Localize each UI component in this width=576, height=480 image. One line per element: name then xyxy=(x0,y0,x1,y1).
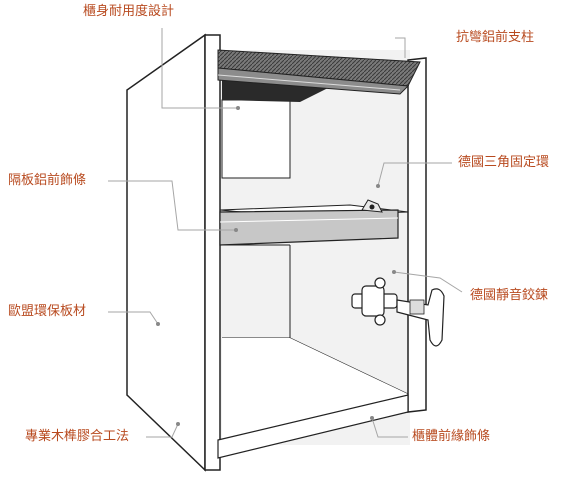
leader-hinge xyxy=(393,271,463,293)
label-shelf-trim: 隔板鋁前飾條 xyxy=(8,173,87,188)
shelf-support-icon xyxy=(361,199,383,213)
leader-front-post xyxy=(395,37,406,58)
dot-durable-design xyxy=(236,106,240,110)
leader-edge-trim xyxy=(371,417,408,438)
bottom-edge-trim xyxy=(217,394,409,459)
label-eco-board: 歐盟環保板材 xyxy=(8,304,87,319)
leader-joinery xyxy=(146,423,179,438)
label-joinery: 專業木榫膠合工法 xyxy=(25,429,130,444)
label-durable-design: 櫃身耐用度設計 xyxy=(83,4,175,19)
dot-shelf-support xyxy=(376,184,380,188)
dot-eco-board xyxy=(156,322,160,326)
cabinet-floor xyxy=(222,338,410,440)
label-front-post: 抗彎鋁前支柱 xyxy=(456,30,535,45)
top-profile-underside xyxy=(217,67,410,95)
leader-shelf-trim xyxy=(108,180,236,231)
hinge-icon xyxy=(351,277,445,347)
left-side-panel xyxy=(126,33,206,472)
left-front-post xyxy=(204,34,221,471)
dot-joinery xyxy=(176,422,180,426)
dot-edge-trim xyxy=(370,416,374,420)
upper-compartment xyxy=(221,99,291,179)
label-shelf-support: 德國三角固定環 xyxy=(458,155,550,170)
dot-shelf-trim xyxy=(234,228,238,232)
label-edge-trim: 櫃體前緣飾條 xyxy=(412,429,491,444)
leader-eco-board xyxy=(108,311,159,325)
label-hinge: 德國靜音鉸鍊 xyxy=(470,288,549,303)
leader-shelf-support xyxy=(377,162,452,187)
right-front-post xyxy=(407,57,427,413)
leader-durable-design xyxy=(161,28,238,109)
dot-hinge xyxy=(392,270,396,274)
